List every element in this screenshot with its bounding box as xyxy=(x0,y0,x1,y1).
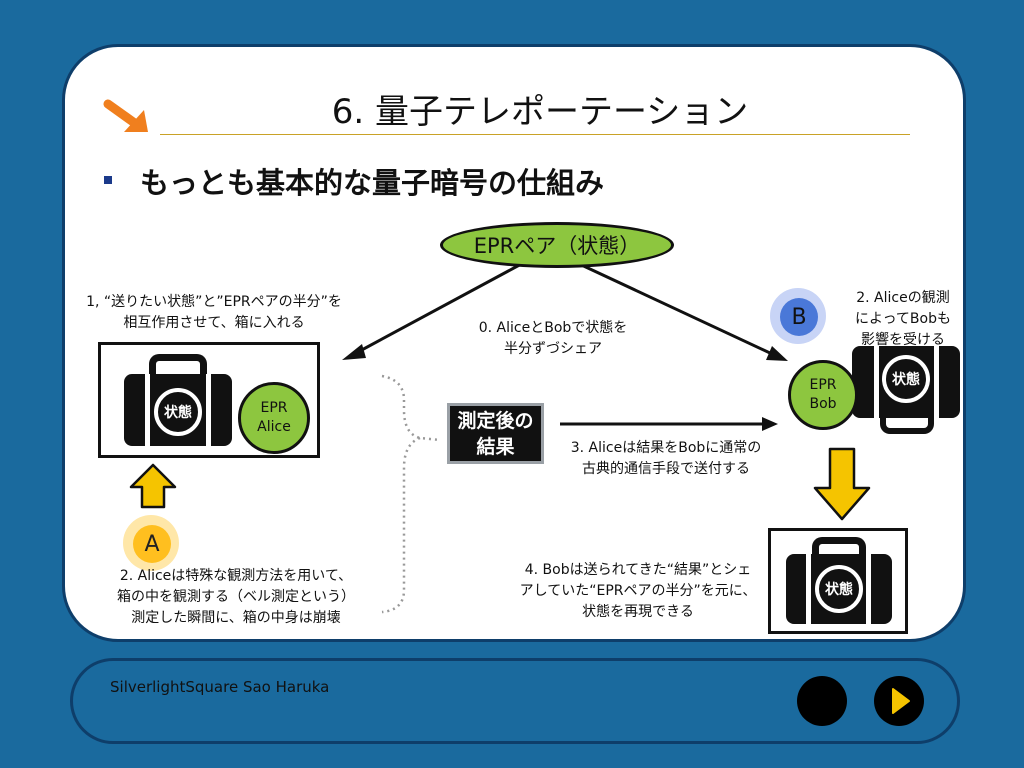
bullet-heading: もっとも基本的な量子暗号の仕組み xyxy=(140,166,605,200)
dotted-brace xyxy=(381,374,441,614)
bob-result-state-badge: 状態 xyxy=(815,565,863,613)
slide-title: 6. 量子テレポーテーション xyxy=(331,92,749,132)
share-arrow-bob xyxy=(574,260,771,355)
footer-credit: SilverlightSquare Sao Haruka xyxy=(110,678,330,696)
play-icon xyxy=(892,688,910,714)
step1-text: 1, “送りたい状態”と”EPRペアの半分”を 相互作用させて、箱に入れる xyxy=(86,294,342,331)
bob-result-bag-handle xyxy=(812,537,866,559)
down-arrow-icon xyxy=(813,447,871,521)
epr-pair-ellipse: EPRペア（状態） xyxy=(440,222,674,268)
step4-text: 4. Bobは送られてきた“結果”とシェ アしていた“EPRペアの半分”を元に、… xyxy=(519,562,757,620)
title-divider xyxy=(160,134,910,135)
up-arrow-icon xyxy=(129,463,177,509)
share-label: 0. AliceとBobで状態を 半分ずづシェア xyxy=(478,320,628,357)
bob-badge: B xyxy=(780,298,818,336)
alice-bag-handle xyxy=(149,354,207,378)
measurement-result-box: 測定後の 結果 xyxy=(447,403,544,464)
nav-next-button[interactable] xyxy=(874,676,924,726)
step2-text: 2. Aliceは特殊な観測方法を用いて、 箱の中を観測する（ベル測定という） … xyxy=(117,568,355,626)
bullet-square-icon xyxy=(104,176,112,184)
share-arrow-alice xyxy=(357,260,526,354)
alice-state-badge: 状態 xyxy=(154,388,202,436)
footer-bar xyxy=(70,658,960,744)
bob-bag-handle xyxy=(880,412,934,434)
bob-state-badge: 状態 xyxy=(882,355,930,403)
nav-prev-button[interactable] xyxy=(797,676,847,726)
alice-epr-circle: EPR Alice xyxy=(238,382,310,454)
step2-bob-text: 2. Aliceの観測 によってBobも 影響を受ける xyxy=(855,290,951,348)
alice-badge: A xyxy=(133,525,171,563)
orange-arrow-icon xyxy=(103,99,148,132)
bob-epr-circle: EPR Bob xyxy=(788,360,858,430)
step3-text: 3. Aliceは結果をBobに通常の 古典的通信手段で送付する xyxy=(570,440,762,477)
